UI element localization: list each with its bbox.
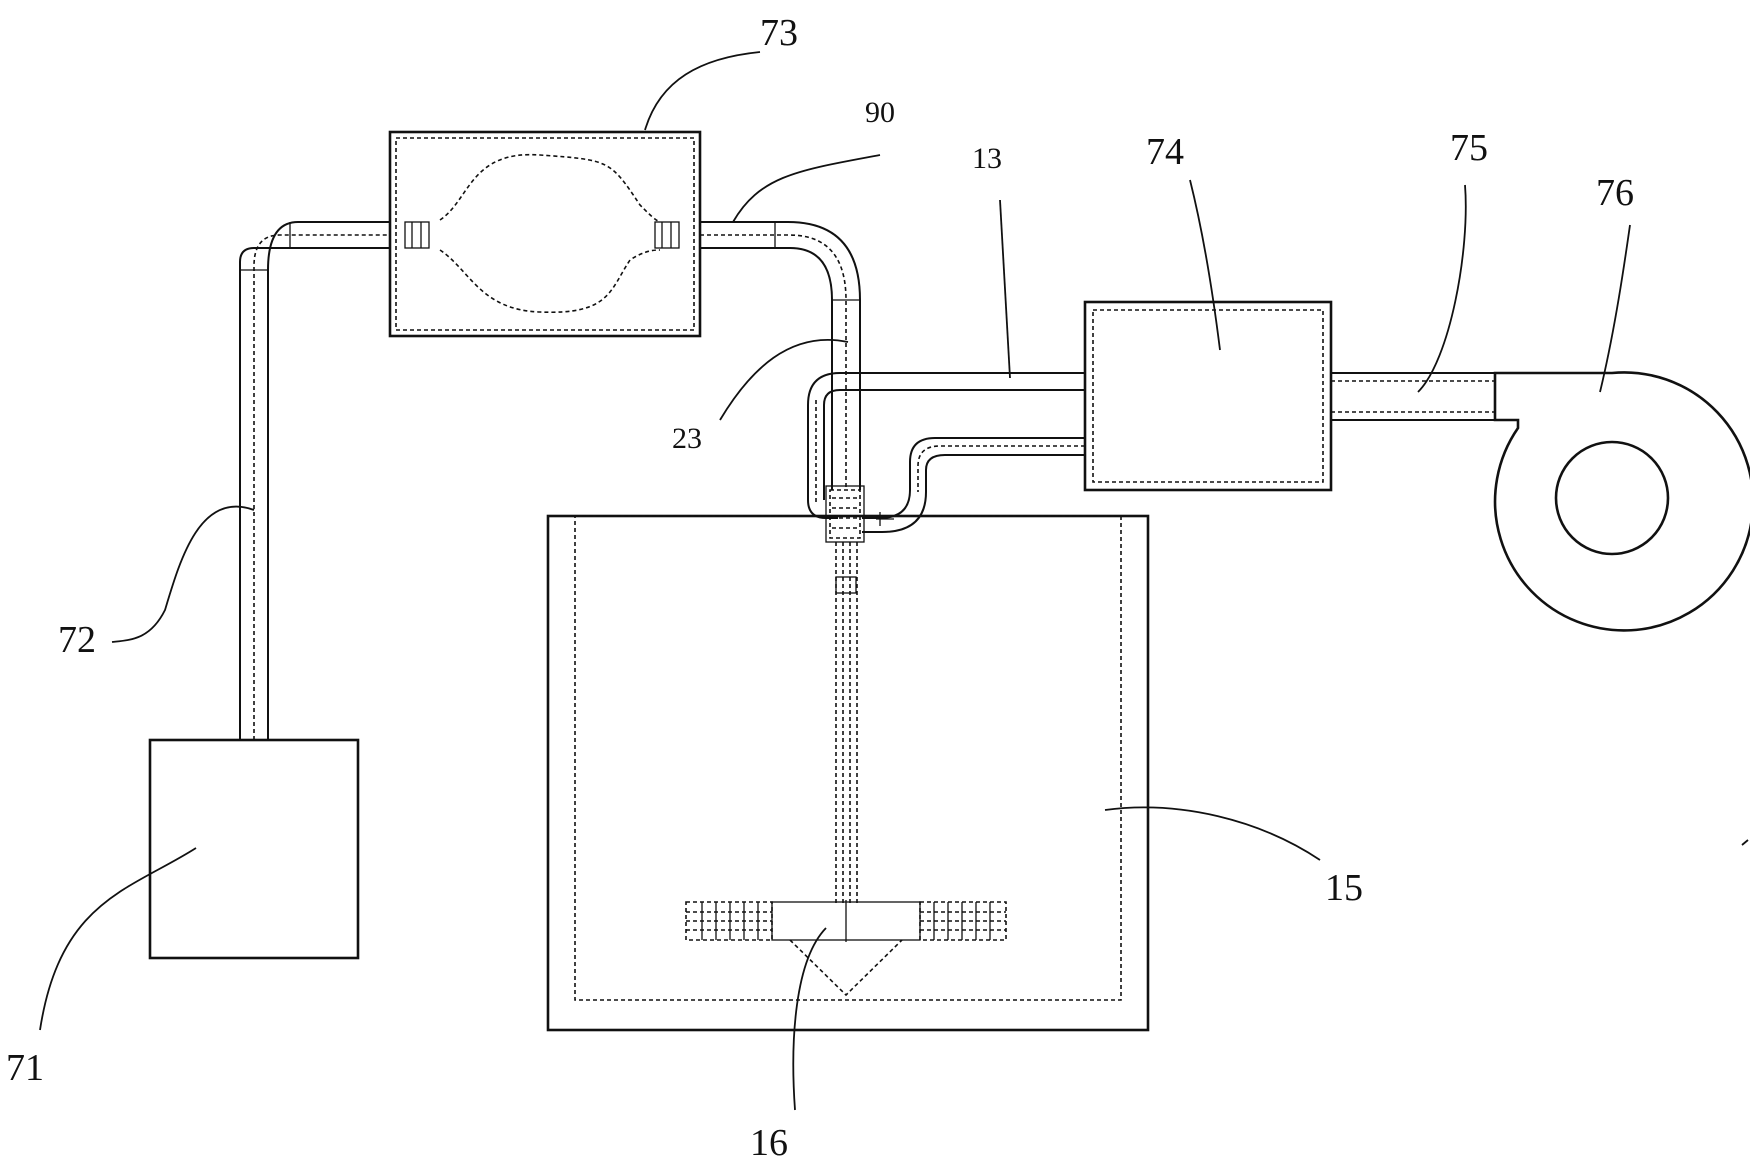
pipe-72 [239, 221, 390, 740]
suction-device-71 [148, 738, 360, 960]
blower-76 [1493, 371, 1750, 632]
label-90: 90 [865, 96, 895, 129]
pipe-90 [700, 221, 861, 490]
coupling-block [825, 485, 894, 543]
pipe-13 [807, 372, 1085, 519]
stirring-shaft [835, 542, 858, 905]
filter-bag-box-73 [388, 130, 702, 338]
label-16: 16 [750, 1122, 788, 1164]
label-71: 71 [6, 1047, 44, 1089]
label-13: 13 [972, 142, 1002, 175]
label-74: 74 [1146, 131, 1184, 173]
label-76: 76 [1596, 172, 1634, 214]
label-23: 23 [672, 422, 702, 455]
label-72: 72 [58, 619, 96, 661]
label-73: 73 [760, 12, 798, 54]
leader-lines [39, 51, 1749, 1111]
separator-box-74 [1083, 300, 1333, 492]
pipe-23 [862, 437, 1085, 533]
label-75: 75 [1450, 127, 1488, 169]
tank-15 [546, 514, 1150, 1032]
stirring-impeller-16 [685, 900, 1007, 997]
label-15: 15 [1325, 867, 1363, 909]
outlet-pipe-75 [1331, 372, 1495, 421]
